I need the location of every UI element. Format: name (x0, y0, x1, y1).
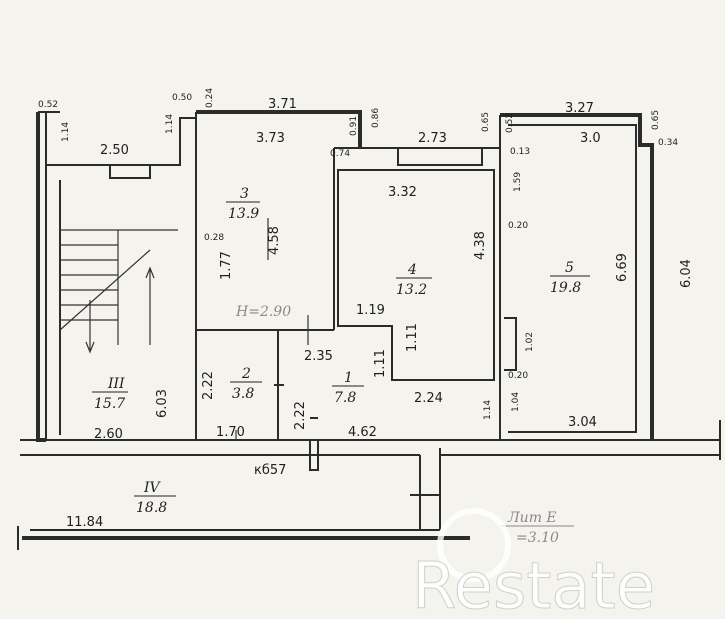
room-4-dim-111-b: 1.11 (405, 323, 420, 352)
lit-height: =3.10 (516, 530, 559, 546)
dim-086: 0.86 (371, 108, 381, 128)
corridor-IV: кб57 IV 18.8 11.84 6.04 (66, 259, 694, 530)
dim-091: 0.91 (349, 116, 359, 136)
room-2-height: 2.22 (201, 371, 216, 400)
room-3-small-dim: 0.28 (204, 233, 224, 243)
watermark-text: Restate (412, 550, 655, 619)
outer-right-dim: 6.04 (679, 259, 694, 288)
room-2: 2.22 2 3.8 1.70 (201, 366, 262, 440)
room-2-width: 1.70 (216, 425, 245, 440)
room-4-number: 4 (407, 262, 417, 278)
room-3-height-note: H=2.90 (235, 304, 291, 320)
room-1-bottom: 4.62 (348, 425, 377, 440)
room-3-height: 4.58 (267, 226, 282, 255)
room-III-number: III (107, 376, 125, 392)
dim-273: 2.73 (418, 131, 447, 146)
room-III-area: 15.7 (94, 396, 125, 412)
room-5-dim-020-b: 0.20 (508, 371, 528, 381)
dimension-lines (235, 218, 501, 440)
dim-250: 2.50 (100, 143, 129, 158)
walls (17, 110, 721, 550)
room-5: 3.0 1.59 0.20 5 19.8 6.69 1.02 0.20 1.04… (483, 131, 630, 430)
room-3-area: 13.9 (228, 206, 259, 222)
dim-050: 0.50 (172, 93, 192, 103)
room-2-number: 2 (241, 366, 251, 382)
room-4-width: 3.32 (388, 185, 417, 200)
room-5-number: 5 (565, 260, 574, 276)
dim-052-b: 0.52 (505, 113, 515, 133)
dim-034: 0.34 (658, 138, 678, 148)
room-5-height: 6.69 (615, 253, 630, 282)
room-IV-area: 18.8 (136, 500, 167, 516)
room-4: 3.32 4 13.2 4.38 1.19 1.11 1.11 (356, 185, 488, 378)
room-3-width: 3.73 (256, 131, 285, 146)
room-1: 2.35 1 7.8 2.22 2.24 4.62 (293, 349, 443, 440)
dim-371: 3.71 (268, 97, 297, 112)
lit-label: Лит Е =3.10 (500, 510, 574, 546)
dim-327: 3.27 (565, 101, 594, 116)
room-5-dim-114: 1.14 (483, 400, 493, 420)
room-3: 3.73 3 13.9 4.58 0.28 1.77 H=2.90 (204, 131, 291, 320)
total-length: 11.84 (66, 515, 103, 530)
dim-052: 0.52 (38, 100, 58, 110)
room-IV-number: IV (143, 480, 162, 496)
room-1-height: 2.22 (293, 401, 308, 430)
room-5-dim-020-a: 0.20 (508, 221, 528, 231)
room-III-width: 2.60 (94, 427, 123, 442)
room-III-height: 6.03 (155, 389, 170, 418)
dim-013: 0.13 (510, 147, 530, 157)
dim-024: 0.24 (205, 88, 215, 108)
dim-065-b: 0.65 (651, 110, 661, 130)
watermark: Restate (412, 508, 656, 619)
room-1-number: 1 (344, 370, 353, 386)
room-5-area: 19.8 (550, 280, 581, 296)
dim-065-a: 0.65 (481, 112, 491, 132)
room-2-area: 3.8 (232, 386, 254, 402)
lit-title: Лит Е (507, 510, 557, 526)
room-5-width: 3.0 (580, 131, 601, 146)
room-5-bottom: 3.04 (568, 415, 597, 430)
room-4-area: 13.2 (396, 282, 427, 298)
room-4-dim-111-a: 1.11 (373, 349, 388, 378)
staircase (59, 229, 178, 354)
room-1-width: 2.35 (304, 349, 333, 364)
room-5-dim-159: 1.59 (513, 172, 523, 192)
room-1-dim-224: 2.24 (414, 391, 443, 406)
room-5-dim-104: 1.04 (511, 392, 521, 412)
room-4-height: 4.38 (473, 231, 488, 260)
room-3-number: 3 (240, 186, 249, 202)
dim-074: 0.74 (330, 149, 350, 159)
dim-114-left: 1.14 (61, 122, 71, 142)
dim-114-mid: 1.14 (165, 114, 175, 134)
room-III: III 15.7 6.03 2.60 (92, 376, 170, 442)
room-4-dim-119: 1.19 (356, 303, 385, 318)
room-1-area: 7.8 (334, 390, 356, 406)
room-3-side: 1.77 (219, 251, 234, 280)
kb-label: кб57 (254, 463, 286, 478)
room-5-dim-102: 1.02 (525, 332, 535, 352)
